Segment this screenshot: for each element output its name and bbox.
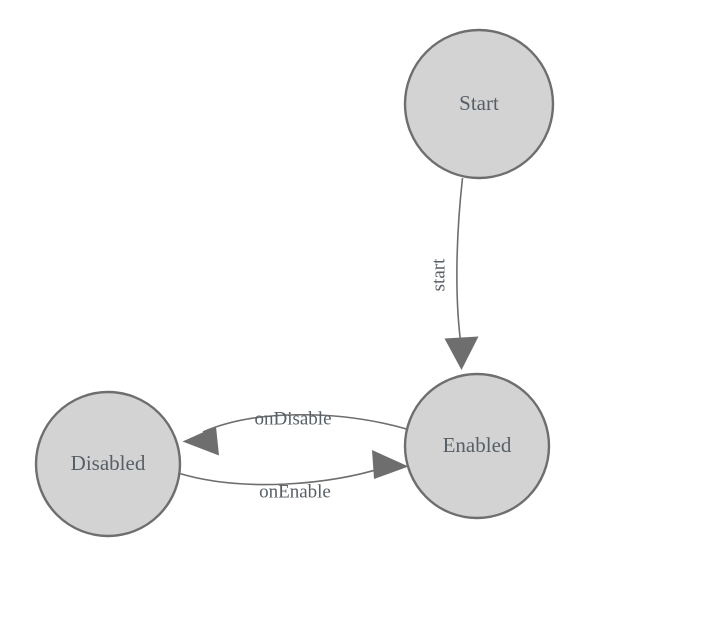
edge-start-to-enabled[interactable]	[444, 177, 479, 370]
edge-label-on-enable: onEnable	[259, 481, 331, 502]
node-disabled[interactable]: Disabled	[34, 390, 182, 538]
edge-disabled-to-enabled[interactable]	[177, 450, 409, 486]
node-enabled-label: Enabled	[443, 433, 512, 457]
edge-disabled-to-enabled-path	[177, 465, 389, 486]
node-start[interactable]: Start	[403, 28, 555, 180]
edge-label-on-disable: onDisable	[254, 408, 331, 429]
edge-start-to-enabled-arrowhead	[444, 336, 479, 370]
node-start-circle	[403, 28, 555, 180]
node-start-label: Start	[459, 91, 499, 115]
node-enabled-circle	[403, 372, 551, 520]
edge-enabled-to-disabled-arrowhead	[182, 426, 219, 456]
node-disabled-circle	[34, 390, 182, 538]
edge-enabled-to-disabled-path	[202, 413, 407, 433]
node-enabled[interactable]: Enabled	[403, 372, 551, 520]
node-disabled-label: Disabled	[71, 451, 146, 475]
edge-disabled-to-enabled-arrowhead	[372, 450, 409, 479]
edge-enabled-to-disabled[interactable]	[182, 413, 407, 456]
edge-start-to-enabled-path	[456, 177, 464, 342]
edge-label-start: start	[428, 258, 449, 291]
